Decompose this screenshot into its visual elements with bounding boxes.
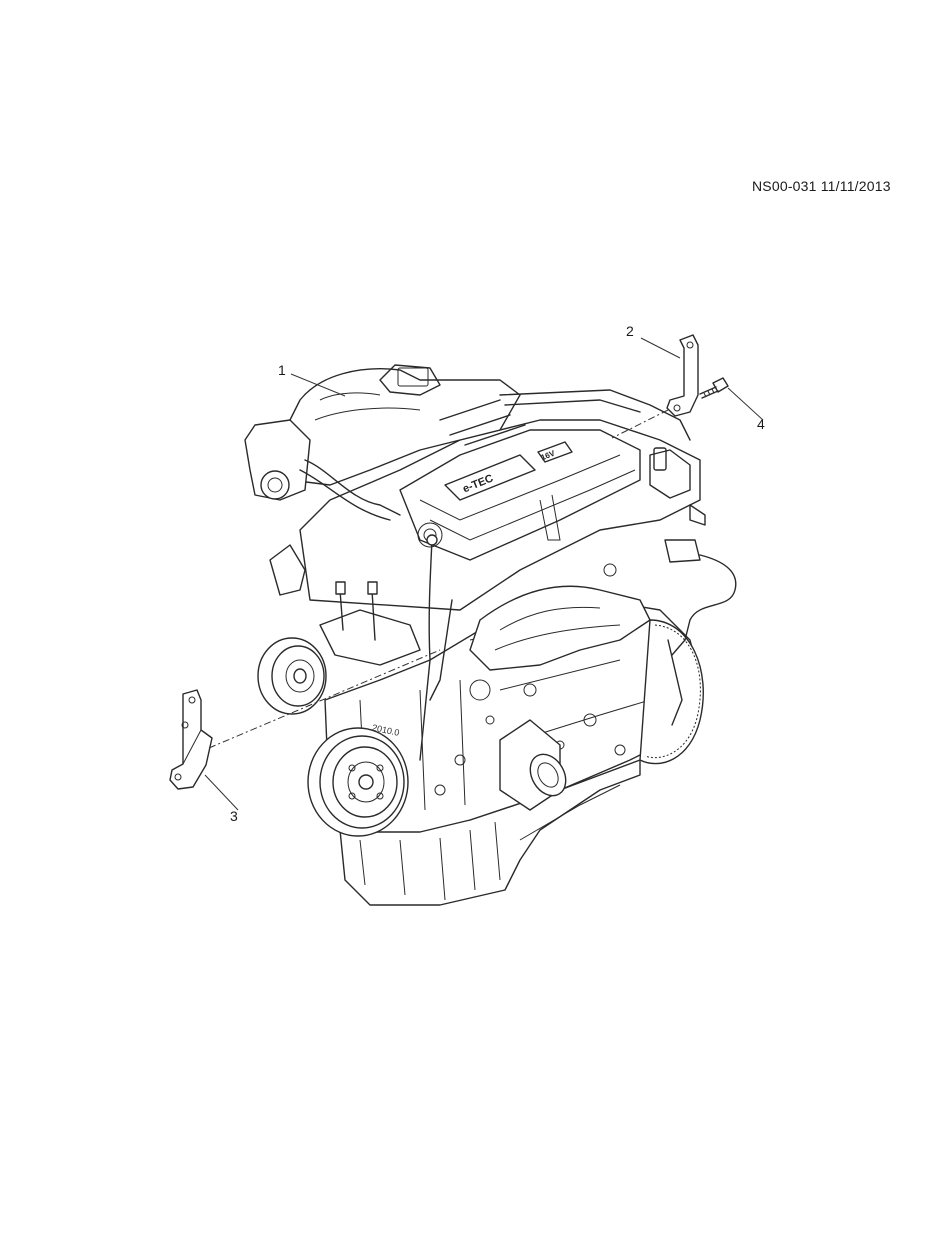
alternator-pulley <box>257 637 327 715</box>
exhaust-manifold <box>469 563 651 671</box>
throttle-body <box>244 419 401 521</box>
dipstick-tube <box>419 534 453 761</box>
crankshaft-pulley <box>307 727 409 837</box>
sensor-harness <box>664 539 737 656</box>
callout-4: 4 <box>757 416 765 432</box>
bracket-upper <box>666 334 699 417</box>
intake-manifold <box>269 364 691 486</box>
oil-filter <box>499 719 567 811</box>
callout-2: 2 <box>626 323 634 339</box>
cylinder-head: e-TEC 16V <box>299 419 701 611</box>
coil-packs <box>649 447 706 526</box>
front-mount-pad <box>269 544 421 666</box>
callout-1: 1 <box>278 362 286 378</box>
callout-3: 3 <box>230 808 238 824</box>
engine-assembly: e-TEC 16V <box>244 364 737 906</box>
document-reference: NS00-031 11/11/2013 <box>752 178 891 194</box>
bolt <box>699 377 729 399</box>
leader-lines <box>204 337 764 811</box>
flywheel <box>639 619 704 765</box>
cover-logo: e-TEC 16V <box>444 441 573 501</box>
bracket-lower <box>169 689 213 790</box>
